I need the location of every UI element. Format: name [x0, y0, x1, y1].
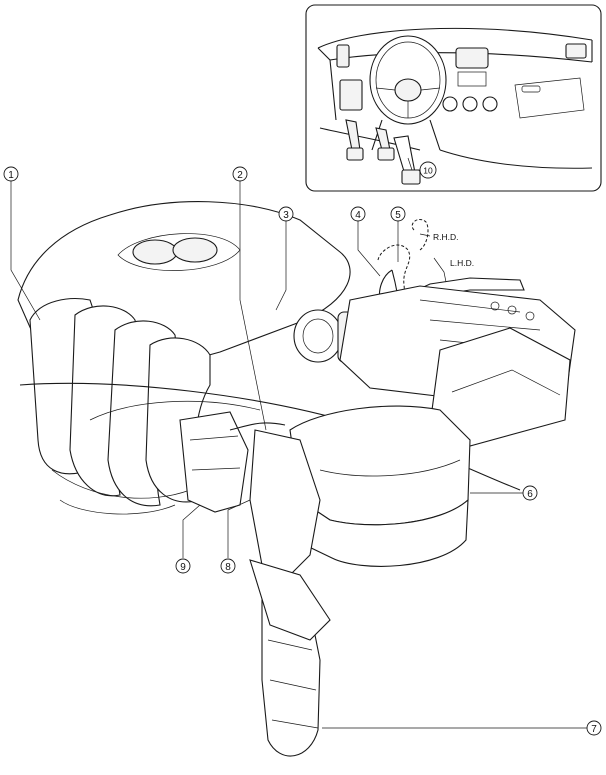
callout-1-text: 1: [8, 170, 14, 181]
callout-1: 1: [3, 166, 19, 182]
callout-3: 3: [278, 206, 294, 222]
inset-frame: [305, 4, 602, 192]
callout-5: 5: [390, 206, 406, 222]
callout-6: 6: [522, 485, 538, 501]
right-vent: [565, 43, 587, 59]
callout-7-text: 7: [591, 724, 597, 735]
callout-6-text: 6: [527, 489, 533, 500]
hvac-knob-right: [482, 96, 498, 112]
callout-2: 2: [232, 166, 248, 182]
left-vent: [336, 44, 350, 68]
callout-2-text: 2: [237, 170, 243, 181]
callout-8: 8: [220, 558, 236, 574]
callout-10: 10: [419, 161, 437, 179]
callout-8-text: 8: [225, 562, 231, 573]
label-lhd: L.H.D.: [450, 258, 474, 268]
cabin-inset: [305, 4, 602, 192]
fresh-air-duct: [261, 599, 321, 757]
oil-filler-left: [132, 239, 178, 265]
intake-duct: [179, 411, 331, 757]
intake-manifold: [19, 298, 521, 515]
hvac-knob-center: [462, 96, 478, 112]
callout-9-text: 9: [180, 562, 186, 573]
callout-4-text: 4: [355, 210, 361, 221]
brake-pedal: [345, 119, 361, 151]
hvac-knob-left: [442, 96, 458, 112]
callout-7: 7: [586, 720, 602, 736]
label-rhd: R.H.D.: [433, 232, 459, 242]
resonator: [179, 411, 249, 513]
callout-5-text: 5: [395, 210, 401, 221]
glovebox: [514, 77, 585, 119]
callout-10-text: 10: [423, 166, 433, 176]
clutch-pedal: [375, 127, 391, 151]
oil-filler-right: [172, 237, 218, 263]
callout-9: 9: [175, 558, 191, 574]
callout-4: 4: [350, 206, 366, 222]
leader-lines: [10, 157, 587, 729]
air-cleaner: [289, 405, 471, 567]
center-display: [455, 47, 489, 69]
left-switch-panel: [339, 79, 363, 111]
callout-3-text: 3: [283, 210, 289, 221]
